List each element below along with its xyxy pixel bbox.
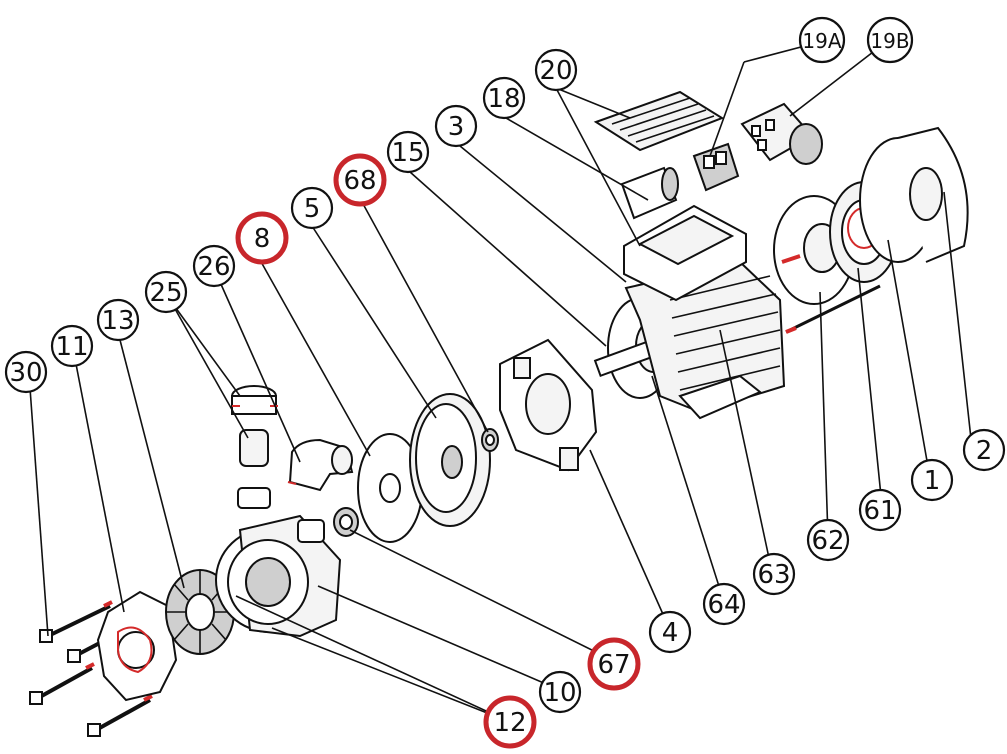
svg-text:1: 1 xyxy=(924,466,941,496)
svg-text:67: 67 xyxy=(597,650,630,680)
callout-1: 1 xyxy=(910,458,954,502)
svg-text:11: 11 xyxy=(55,332,88,362)
svg-text:61: 61 xyxy=(863,496,896,526)
callout-10: 10 xyxy=(538,670,582,714)
callout-19B: 19B xyxy=(866,16,914,64)
svg-text:20: 20 xyxy=(539,56,572,86)
callout-62: 62 xyxy=(806,518,850,562)
callout-63: 63 xyxy=(752,552,796,596)
svg-text:3: 3 xyxy=(448,112,465,142)
cover-part-20 xyxy=(593,90,725,152)
switch-part-19A xyxy=(692,142,740,192)
callout-18: 18 xyxy=(482,76,526,120)
cover-plate-part-11 xyxy=(96,590,178,702)
callout-67-highlighted: 67 xyxy=(587,637,641,691)
bracket-part-4 xyxy=(499,338,598,472)
fitting-part-25 xyxy=(231,385,278,467)
svg-text:19B: 19B xyxy=(870,29,909,53)
svg-text:68: 68 xyxy=(343,166,376,196)
svg-text:26: 26 xyxy=(197,252,230,282)
terminal-box-part-3 xyxy=(623,204,747,302)
svg-text:12: 12 xyxy=(493,708,526,738)
svg-text:25: 25 xyxy=(149,278,182,308)
callout-15: 15 xyxy=(386,130,430,174)
seal-part-67 xyxy=(333,507,359,537)
callout-20: 20 xyxy=(534,48,578,92)
svg-text:5: 5 xyxy=(304,194,321,224)
callout-30: 30 xyxy=(4,350,48,394)
callout-2: 2 xyxy=(962,428,1006,472)
svg-text:62: 62 xyxy=(811,526,844,556)
callout-25: 25 xyxy=(144,270,188,314)
pump-body-part-10 xyxy=(215,487,342,638)
capacitor-part-18 xyxy=(620,166,679,220)
elbow-part-26 xyxy=(287,438,354,492)
callout-26: 26 xyxy=(192,244,236,288)
callout-64: 64 xyxy=(702,582,746,626)
svg-text:63: 63 xyxy=(757,560,790,590)
callout-61: 61 xyxy=(858,488,902,532)
fan-cover-part-2 xyxy=(859,126,969,263)
diffuser-part-5 xyxy=(409,393,491,527)
callout-8-highlighted: 8 xyxy=(235,211,289,265)
svg-text:2: 2 xyxy=(976,436,993,466)
callout-5: 5 xyxy=(290,186,334,230)
seal-part-68 xyxy=(481,428,499,452)
callout-68-highlighted: 68 xyxy=(333,153,387,207)
svg-text:15: 15 xyxy=(391,138,424,168)
leader-lines xyxy=(29,41,973,723)
svg-text:4: 4 xyxy=(662,618,679,648)
callout-13: 13 xyxy=(96,298,140,342)
svg-text:8: 8 xyxy=(254,224,271,254)
switch-part-19B xyxy=(740,102,823,165)
callout-11: 11 xyxy=(50,324,94,368)
svg-text:30: 30 xyxy=(9,358,42,388)
callout-19A: 19A xyxy=(798,16,846,64)
callout-3: 3 xyxy=(434,104,478,148)
svg-text:18: 18 xyxy=(487,84,520,114)
svg-text:19A: 19A xyxy=(802,29,841,53)
callout-12-highlighted: 12 xyxy=(483,695,537,749)
motor-body-part-63 xyxy=(624,260,786,420)
svg-text:10: 10 xyxy=(543,678,576,708)
callout-4: 4 xyxy=(648,610,692,654)
svg-text:64: 64 xyxy=(707,590,740,620)
svg-text:13: 13 xyxy=(101,306,134,336)
